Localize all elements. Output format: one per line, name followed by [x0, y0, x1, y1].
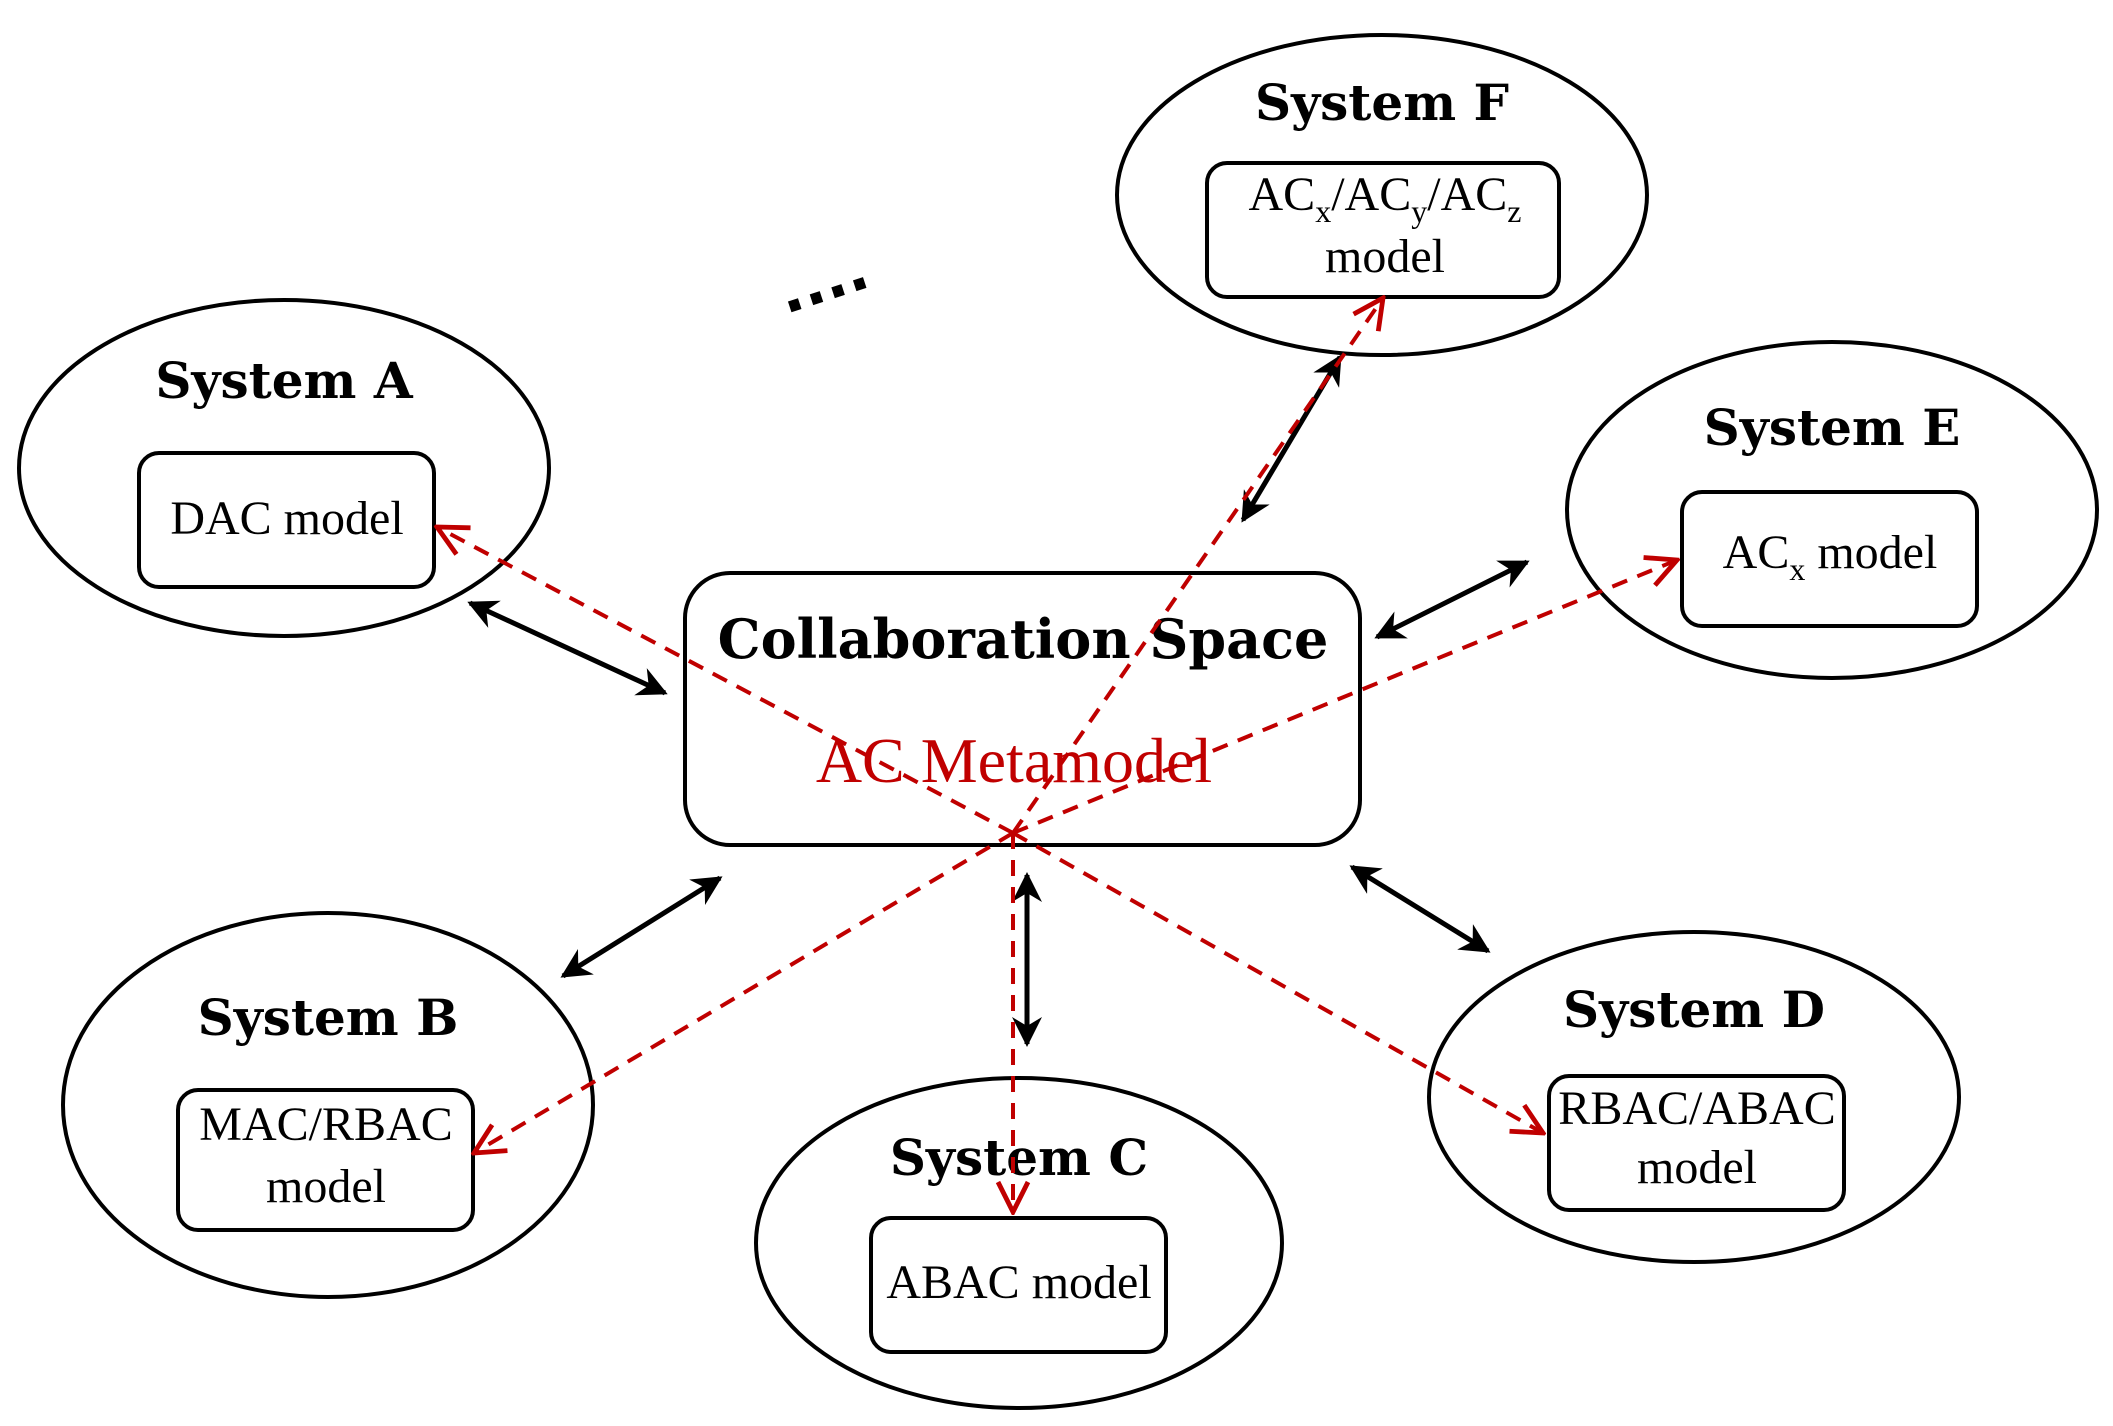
connection-arrow-e — [1374, 559, 1530, 640]
system-e-title: System E — [1704, 398, 1961, 457]
connection-arrows — [467, 354, 1530, 1047]
system-e-model-box — [1680, 490, 1979, 628]
system-a-model-label: DAC model — [170, 492, 403, 545]
system-e-model-label: ACx model — [1723, 526, 1938, 587]
connection-arrow-b — [560, 875, 723, 979]
mapping-arrow-d — [1012, 831, 1543, 1133]
system-f-sub2: y — [1411, 193, 1427, 229]
system-b: System B MAC/RBAC model — [61, 911, 595, 1299]
system-f-sep2: / — [1427, 168, 1441, 221]
collaboration-space-title: Collaboration Space — [718, 607, 1329, 671]
metamodel-mappings — [437, 298, 1677, 1212]
system-e-ac: AC — [1723, 526, 1790, 579]
system-a-ellipse — [17, 298, 551, 638]
system-f-title: System F — [1255, 73, 1509, 132]
connection-arrow-a — [467, 600, 668, 696]
system-a: System A DAC model — [17, 298, 551, 638]
system-e-model-word: model — [1805, 526, 1937, 579]
system-b-model-box — [176, 1088, 475, 1232]
system-c: System C ABAC model — [754, 1076, 1284, 1410]
system-f-sub1: x — [1315, 193, 1331, 229]
system-f-ac3: AC — [1441, 168, 1508, 221]
system-f: System F ACx/ACy/ACz model — [1115, 33, 1649, 357]
system-d-title: System D — [1563, 980, 1825, 1039]
system-e-sub: x — [1789, 551, 1805, 587]
system-b-model-line2: model — [266, 1160, 386, 1213]
system-f-model-line1: ACx/ACy/ACz — [1249, 168, 1522, 229]
more-systems-ellipsis: .... — [769, 234, 877, 329]
system-f-ellipse — [1115, 33, 1649, 357]
system-b-title: System B — [198, 988, 459, 1047]
system-e-ellipse — [1565, 340, 2099, 680]
system-c-model-box — [869, 1216, 1168, 1354]
system-a-title: System A — [155, 351, 414, 410]
system-d-model-line1: RBAC/ABAC — [1558, 1082, 1835, 1135]
collaboration-space: Collaboration Space AC Metamodel — [683, 571, 1362, 847]
connection-arrow-d — [1349, 864, 1491, 954]
system-f-model-line2: model — [1325, 230, 1445, 283]
mapping-arrow-a — [437, 527, 1014, 835]
system-c-title: System C — [890, 1128, 1148, 1187]
system-d-model-box — [1547, 1074, 1846, 1212]
ac-metamodel-label: AC Metamodel — [816, 725, 1212, 796]
system-e: System E ACx model — [1565, 340, 2099, 680]
system-d-model-line2: model — [1637, 1141, 1757, 1194]
mapping-arrow-f — [1011, 298, 1383, 835]
system-d: System D RBAC/ABAC model — [1427, 930, 1961, 1264]
collaboration-space-box — [683, 571, 1362, 847]
system-f-ac2: AC — [1345, 168, 1412, 221]
mapping-arrow-b — [474, 831, 1015, 1153]
system-b-ellipse — [61, 911, 595, 1299]
system-f-sep1: / — [1331, 168, 1345, 221]
system-f-sub3: z — [1507, 193, 1521, 229]
system-c-model-label: ABAC model — [886, 1256, 1151, 1309]
system-d-ellipse — [1427, 930, 1961, 1264]
system-f-ac1: AC — [1249, 168, 1316, 221]
system-c-ellipse — [754, 1076, 1284, 1410]
system-a-model-box — [137, 451, 436, 589]
mapping-arrow-e — [1012, 560, 1677, 835]
system-b-model-line1: MAC/RBAC — [199, 1098, 452, 1151]
